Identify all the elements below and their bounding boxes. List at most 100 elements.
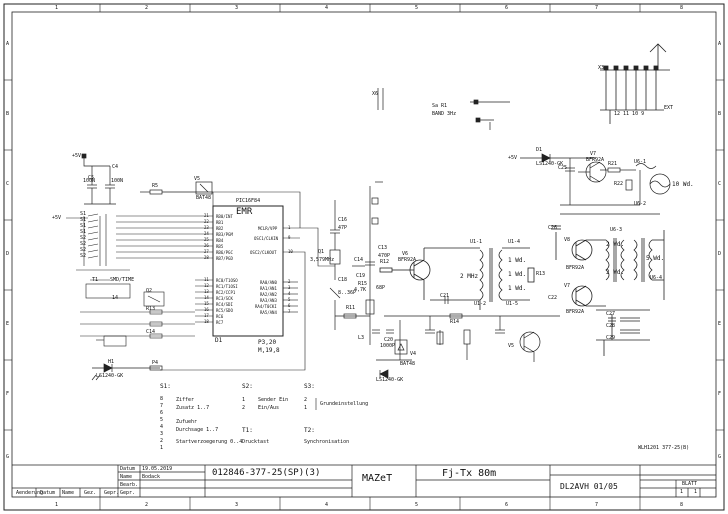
label-wd5: 5 Wd. bbox=[646, 255, 665, 262]
frame-row-e: E bbox=[6, 321, 10, 327]
label-c13: C13 bbox=[378, 245, 388, 251]
oscillator bbox=[329, 181, 383, 345]
mcu-pin-l4: RB4 bbox=[216, 238, 224, 243]
legend-s1-b0: Zufuehr bbox=[176, 419, 198, 425]
tb-small5: Gepr. bbox=[104, 490, 120, 496]
frame-col-5: 5 bbox=[415, 5, 419, 11]
mcu-body bbox=[212, 205, 284, 337]
label-c20v: 1000P bbox=[380, 343, 396, 349]
label-r12: R12 bbox=[380, 259, 390, 265]
mcu-pin-l2: RB2 bbox=[216, 226, 224, 231]
frame-col-1: 1 bbox=[55, 5, 59, 11]
label-v7b: V7 bbox=[564, 283, 571, 289]
label-wd2b: 2 Wd. bbox=[606, 269, 625, 276]
label-t1: T1 bbox=[92, 277, 99, 283]
frame-col-b2: 2 bbox=[145, 502, 149, 508]
mcu-pin-r3: RA0/AN0 bbox=[260, 280, 277, 285]
key-5: S2 bbox=[80, 241, 87, 247]
key-7: S2 bbox=[80, 253, 87, 259]
label-r15v: 4,7K bbox=[354, 287, 367, 293]
tb-doc-number: 012846-377-25(SP)(3) bbox=[212, 468, 321, 478]
label-r22: R22 bbox=[614, 181, 624, 187]
legend-s1-p3: 5 bbox=[160, 417, 164, 423]
t1-switch-block bbox=[80, 279, 195, 347]
tb-company: MAZeT bbox=[362, 473, 393, 484]
label-c21: C21 bbox=[440, 293, 450, 299]
mcu-num-r6: 5 bbox=[288, 297, 291, 302]
legend-s1-p7: 1 bbox=[160, 445, 164, 451]
mcu-num-r7: 6 bbox=[288, 303, 291, 308]
mcu-num-l3: 24 bbox=[204, 231, 209, 236]
frame-row-g-r: G bbox=[718, 454, 722, 460]
mcu-pin-r2: OSC2/CLKOUT bbox=[250, 250, 277, 255]
label-c4: C4 bbox=[112, 164, 119, 170]
tb-small4: Gez. bbox=[84, 490, 97, 496]
mcu-osc-wire bbox=[305, 227, 335, 267]
key-0: S1 bbox=[80, 211, 87, 217]
band-switch bbox=[377, 88, 510, 130]
label-c14b: C14 bbox=[354, 257, 364, 263]
tb-sheet: 1 bbox=[680, 489, 684, 495]
label-c18v: 8..36P bbox=[338, 290, 357, 296]
mcu-num-l2: 23 bbox=[204, 225, 209, 230]
legend-s2: S2: bbox=[242, 383, 253, 390]
label-led2: LS1240-GK bbox=[376, 377, 404, 383]
driver-stage bbox=[520, 153, 671, 215]
r5-v5 bbox=[140, 181, 213, 195]
label-bat: BAT48 bbox=[196, 195, 212, 201]
mcu-num-l4: 25 bbox=[204, 237, 209, 242]
push-pull bbox=[551, 225, 665, 356]
mcu-wire-top bbox=[212, 191, 301, 228]
label-u6b: U6-2 bbox=[634, 201, 647, 207]
legend-t2-text: Synchronisation bbox=[304, 439, 350, 445]
label-v6: V6 bbox=[402, 251, 409, 257]
legend-s3-r0: Grundeinstellung bbox=[320, 401, 369, 407]
key-1: S1 bbox=[80, 217, 87, 223]
pa-area bbox=[372, 296, 560, 379]
legend-s2-p0: 1 bbox=[242, 397, 246, 403]
frame-row-d-r: D bbox=[718, 251, 722, 257]
label-plus5v-2: +5V bbox=[52, 215, 62, 221]
mcu-pin-r5: RA2/AN2 bbox=[260, 292, 277, 297]
label-v6v: BFR92A bbox=[398, 257, 417, 263]
frame-col-4: 4 bbox=[325, 5, 329, 11]
legend-s1-b1: Durchsage 1..7 bbox=[176, 427, 219, 433]
mcu-pin-l7: RB7/PGD bbox=[216, 256, 233, 261]
mcu-pin-l11: RC3/SCK bbox=[216, 296, 233, 301]
frame-row-a-r: A bbox=[718, 41, 722, 47]
mcu-pin-count: P3,20 bbox=[258, 339, 277, 346]
label-band-a: Sa R1 bbox=[432, 103, 448, 109]
label-xs1: X6 bbox=[372, 91, 379, 97]
frame-col-b1: 1 bbox=[55, 502, 59, 508]
mcu-left-pins bbox=[170, 215, 213, 323]
label-bottom-note: WLH1201 377-25(B) bbox=[638, 445, 690, 451]
frame-col-b6: 6 bbox=[505, 502, 509, 508]
frame-row-e-r: E bbox=[718, 321, 722, 327]
key-4: S2 bbox=[80, 235, 87, 241]
power-caps bbox=[81, 153, 116, 205]
label-r5: R5 bbox=[152, 183, 159, 189]
mcu-num-l1: 22 bbox=[204, 219, 209, 224]
transformer-u1 bbox=[479, 247, 535, 310]
label-v8v: BFR92A bbox=[566, 265, 585, 271]
mcu-num-l11: 14 bbox=[204, 295, 209, 300]
label-c16v: 47P bbox=[338, 225, 348, 231]
label-r15: R15 bbox=[358, 281, 368, 287]
label-c22: C22 bbox=[548, 295, 558, 301]
label-r14: R14 bbox=[450, 319, 460, 325]
label-c27: C27 bbox=[606, 311, 616, 317]
label-q1: Q1 bbox=[318, 249, 325, 255]
label-c5v: 100N bbox=[83, 178, 96, 184]
label-c25: C25 bbox=[558, 165, 568, 171]
mcu-pin-r7: RA4/T0CKI bbox=[255, 304, 277, 309]
label-bat48: BAT48 bbox=[400, 361, 416, 367]
mcu-pin-l9: RC1/T1OSI bbox=[216, 284, 238, 289]
frame-row-c-r: C bbox=[718, 181, 722, 187]
mcu-num-l0: 21 bbox=[204, 213, 209, 218]
label-c18: C18 bbox=[338, 277, 348, 283]
mcu-extra: M,19,8 bbox=[258, 347, 280, 354]
label-u6d: U6-4 bbox=[650, 275, 663, 281]
frame-row-b: B bbox=[6, 111, 10, 117]
label-c26: C26 bbox=[548, 225, 558, 231]
legend-s3-p1: 1 bbox=[304, 405, 308, 411]
